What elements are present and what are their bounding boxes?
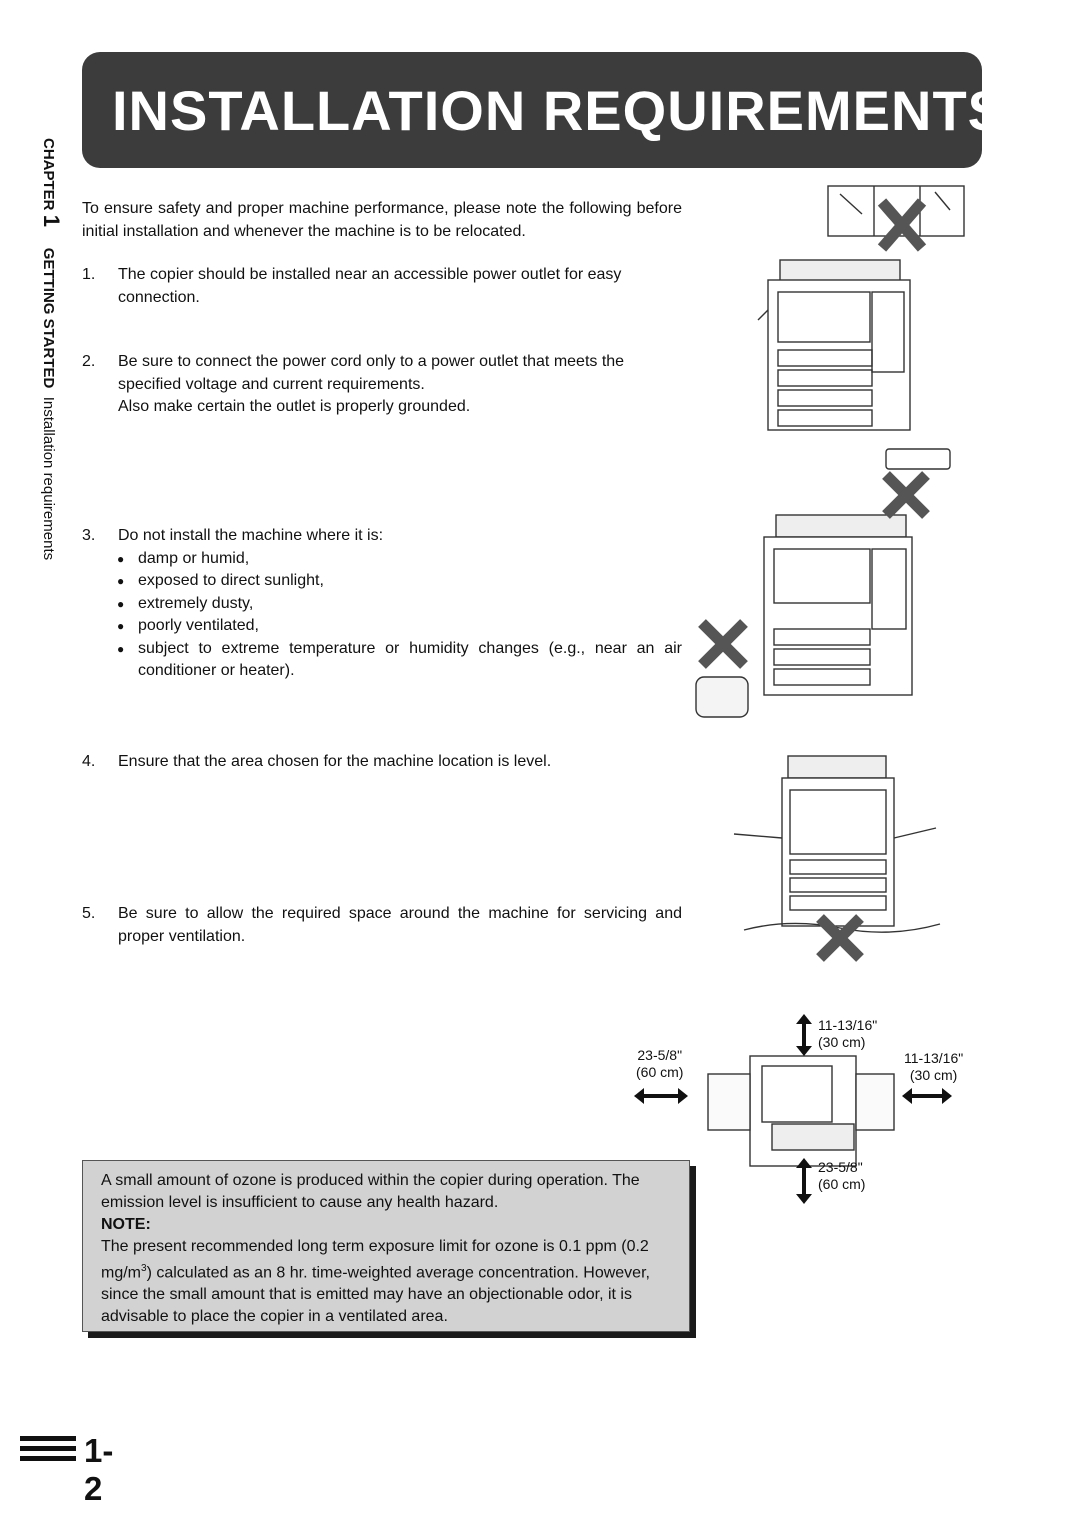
item-number: 2. — [82, 353, 96, 370]
chapter-number: 1 — [39, 214, 64, 227]
list-item: 5. Be sure to allow the required space a… — [82, 903, 682, 948]
chapter-label: CHAPTER — [40, 138, 57, 211]
clearance-bottom-label: 23-5/8"(60 cm) — [818, 1159, 866, 1192]
clearance-diagram — [634, 1014, 952, 1204]
copier-climate-illustration — [695, 448, 951, 718]
x-mark-icon — [882, 471, 930, 519]
bullet-item: extremely dusty, — [117, 593, 682, 616]
item-number: 4. — [82, 753, 96, 770]
bullet-item: poorly ventilated, — [117, 615, 682, 638]
note-heading: NOTE: — [101, 1216, 151, 1233]
item-number: 1. — [82, 266, 96, 283]
bullet-item: subject to extreme temperature or humidi… — [117, 638, 682, 683]
topic-label: Installation requirements — [40, 396, 57, 561]
copier-sunlight-illustration — [757, 185, 965, 431]
item-number: 3. — [82, 527, 96, 544]
item-text: Do not install the machine where it is: — [118, 527, 384, 544]
bullet-item: damp or humid, — [117, 548, 682, 571]
clearance-right-label: 11-13/16"(30 cm) — [904, 1050, 964, 1083]
section-label: GETTING STARTED — [40, 247, 57, 389]
x-mark-icon — [816, 914, 864, 962]
bullet-list: damp or humid, exposed to direct sunligh… — [117, 548, 682, 683]
note-body: The present recommended long term exposu… — [101, 1238, 650, 1326]
item-text: Ensure that the area chosen for the mach… — [118, 753, 552, 770]
page-number: 1-2 — [84, 1432, 114, 1507]
list-item: 4. Ensure that the area chosen for the m… — [82, 751, 682, 774]
bullet-item: exposed to direct sunlight, — [117, 570, 682, 593]
list-item: 1. The copier should be installed near a… — [82, 264, 682, 309]
title-banner: INSTALLATION REQUIREMENTS — [82, 52, 1005, 168]
item-text: The copier should be installed near an a… — [118, 266, 622, 306]
item-text: Be sure to allow the required space arou… — [118, 905, 682, 945]
note-paragraph: A small amount of ozone is produced with… — [101, 1172, 640, 1211]
item-text: Be sure to connect the power cord only t… — [118, 353, 625, 393]
page-title: INSTALLATION REQUIREMENTS — [112, 79, 1007, 142]
note-box: A small amount of ozone is produced with… — [82, 1160, 690, 1332]
item-number: 5. — [82, 905, 96, 922]
item-text: Also make certain the outlet is properly… — [118, 398, 471, 415]
clearance-left-label: 23-5/8"(60 cm) — [636, 1047, 684, 1080]
x-mark-icon — [877, 198, 927, 252]
copier-level-floor-illustration — [733, 755, 941, 962]
list-item: 2. Be sure to connect the power cord onl… — [82, 351, 682, 419]
chapter-side-label: CHAPTER 1 GETTING STARTED Installation r… — [36, 138, 66, 628]
clearance-top-label: 11-13/16"(30 cm) — [818, 1017, 878, 1050]
intro-paragraph: To ensure safety and proper machine perf… — [82, 200, 682, 240]
x-mark-icon — [698, 619, 748, 669]
list-item: 3. Do not install the machine where it i… — [82, 525, 682, 683]
